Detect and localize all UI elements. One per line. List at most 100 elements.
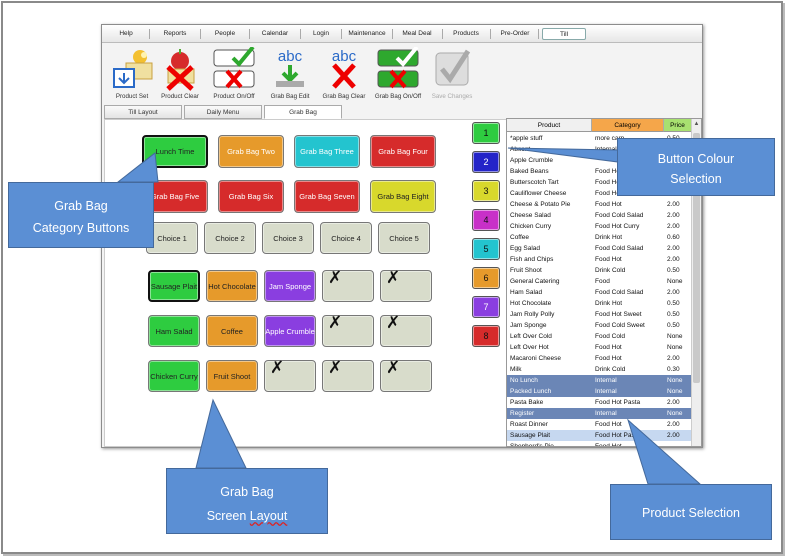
empty-product-slot[interactable]: ✗	[322, 315, 374, 347]
scroll-thumb[interactable]	[693, 133, 700, 383]
product-onoff-button[interactable]: Product On/Off	[206, 47, 262, 103]
empty-product-slot[interactable]: ✗	[380, 270, 432, 302]
menu-maintenance[interactable]: Maintenance	[348, 30, 386, 37]
grab-bag-button-6[interactable]: Grab Bag Six	[218, 180, 284, 213]
menu-till[interactable]: Till	[542, 28, 586, 40]
layout-callout-line2a: Screen	[206, 509, 250, 523]
tab-grab-bag[interactable]: Grab Bag	[264, 105, 342, 119]
choice-button-2[interactable]: Choice 2	[204, 222, 256, 254]
product-button[interactable]: Sausage Plait	[148, 270, 200, 302]
grab-bag-button-3[interactable]: Grab Bag Three	[294, 135, 360, 168]
product-cell: Fruit Shoot	[510, 267, 542, 274]
empty-product-slot[interactable]: ✗	[380, 315, 432, 347]
choice-button-5[interactable]: Choice 5	[378, 222, 430, 254]
product-button[interactable]: Coffee	[206, 315, 258, 347]
price-cell: 2.00	[667, 212, 680, 219]
grab-bag-button-7[interactable]: Grab Bag Seven	[294, 180, 360, 213]
grab-bag-button-4[interactable]: Grab Bag Four	[370, 135, 436, 168]
colour-button-2[interactable]: 2	[472, 151, 500, 173]
vertical-scrollbar[interactable]: ▲	[691, 119, 701, 446]
product-button[interactable]: Chicken Curry	[148, 360, 200, 392]
menu-login[interactable]: Login	[313, 30, 329, 37]
colour-button-7[interactable]: 7	[472, 296, 500, 318]
menu-people[interactable]: People	[214, 30, 236, 37]
column-header-category[interactable]: Category	[592, 119, 664, 132]
price-cell: 2.00	[667, 432, 680, 439]
product-set-button[interactable]: Product Set	[104, 47, 160, 103]
table-row[interactable]: Apple Crumble	[507, 155, 692, 166]
grab-bag-edit-label: Grab Bag Edit	[270, 93, 310, 100]
product-cell: Pasta Bake	[510, 399, 544, 406]
product-clear-button[interactable]: Product Clear	[152, 47, 208, 103]
product-button[interactable]: Apple Crumble	[264, 315, 316, 347]
category-cell: Food Cold	[595, 333, 625, 340]
product-button[interactable]: Fruit Shoot	[206, 360, 258, 392]
product-button[interactable]: Jam Sponge	[264, 270, 316, 302]
column-header-product[interactable]: Product	[507, 119, 592, 132]
tab-till-layout[interactable]: Till Layout	[104, 105, 182, 119]
grab-bag-button-2[interactable]: Grab Bag Two	[218, 135, 284, 168]
empty-product-slot[interactable]: ✗	[322, 270, 374, 302]
colour-button-1[interactable]: 1	[472, 122, 500, 144]
choice-button-4[interactable]: Choice 4	[320, 222, 372, 254]
choice-button-1[interactable]: Choice 1	[146, 222, 198, 254]
scroll-up-icon[interactable]: ▲	[693, 121, 700, 127]
tab-daily-menu[interactable]: Daily Menu	[184, 105, 262, 119]
menu-pre-order[interactable]: Pre-Order	[500, 30, 530, 37]
colour-button-5[interactable]: 5	[472, 238, 500, 260]
empty-product-slot[interactable]: ✗	[322, 360, 374, 392]
colour-button-4[interactable]: 4	[472, 209, 500, 231]
grab-bag-button-8[interactable]: Grab Bag Eight	[370, 180, 436, 213]
product-button[interactable]: Ham Salad	[148, 315, 200, 347]
colour-button-3[interactable]: 3	[472, 180, 500, 202]
layout-callout-line2b: Layout	[249, 509, 288, 523]
price-cell: 2.00	[667, 289, 680, 296]
menu-help[interactable]: Help	[119, 30, 133, 37]
save-changes-icon	[435, 49, 471, 86]
grab-bag-clear-button[interactable]: abc Grab Bag Clear	[316, 47, 372, 103]
choice-button-3[interactable]: Choice 3	[262, 222, 314, 254]
product-button[interactable]: Hot Chocolate	[206, 270, 258, 302]
save-changes-button[interactable]: Save Changes	[424, 47, 480, 103]
menu-products[interactable]: Products	[453, 30, 479, 37]
menu-calendar[interactable]: Calendar	[261, 30, 289, 37]
menu-meal-deal[interactable]: Meal Deal	[402, 30, 432, 37]
empty-product-slot[interactable]: ✗	[264, 360, 316, 392]
empty-product-slot[interactable]: ✗	[380, 360, 432, 392]
price-cell: 0.50	[667, 322, 680, 329]
menu-reports[interactable]: Reports	[163, 30, 187, 37]
grab-bag-edit-button[interactable]: abc Grab Bag Edit	[262, 47, 318, 103]
price-cell: 0.60	[667, 234, 680, 241]
colour-button-6[interactable]: 6	[472, 267, 500, 289]
grab-bag-edit-icon: abc	[276, 48, 304, 87]
grab-bag-onoff-button[interactable]: Grab Bag On/Off	[370, 47, 426, 103]
colour-button-8[interactable]: 8	[472, 325, 500, 347]
